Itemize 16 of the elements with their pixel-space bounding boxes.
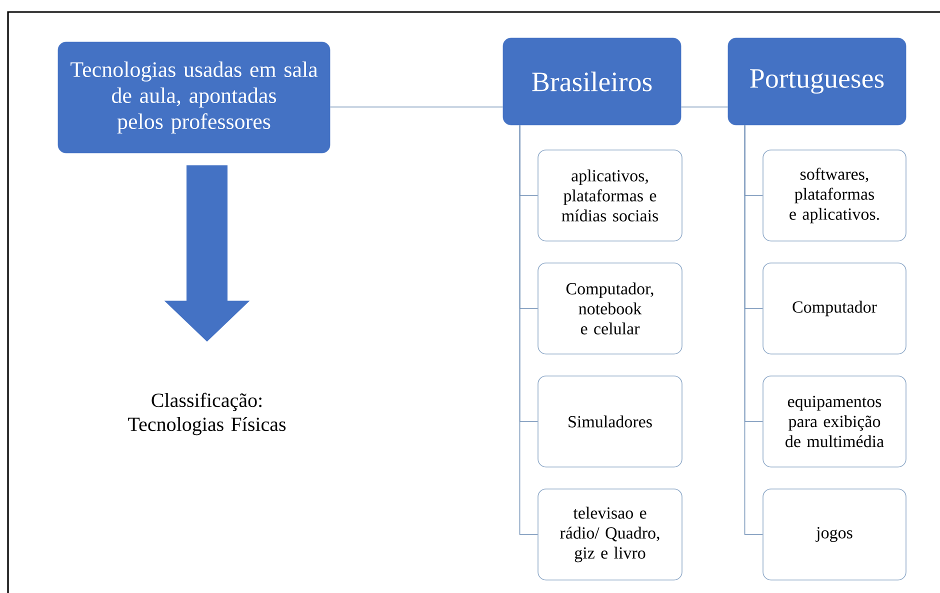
- item-box: Simuladores: [538, 376, 682, 468]
- item-box: jogos: [762, 488, 906, 580]
- process-box: Portugueses: [728, 38, 906, 126]
- connector-line: [744, 124, 763, 535]
- item-box: Computador, notebook e celular: [538, 262, 682, 354]
- classification-text: Classificação: Tecnologias Físicas: [128, 392, 286, 436]
- connector-line: [330, 106, 504, 108]
- process-box: Brasileiros: [502, 38, 682, 126]
- connector-line: [519, 124, 538, 535]
- item-box: televisao e rádio/ Quadro, giz e livro: [538, 488, 682, 580]
- item-box: equipamentos para exibição de multimédia: [762, 376, 906, 468]
- item-box: softwares, plataformas e aplicativos.: [762, 150, 906, 242]
- connector-line: [680, 106, 728, 108]
- process-box: Tecnologias usadas em sala de aula, apontadas pelos professores: [58, 42, 330, 154]
- item-box: Computador: [762, 262, 906, 354]
- item-box: aplicativos, plataformas e mídias sociais: [538, 150, 682, 242]
